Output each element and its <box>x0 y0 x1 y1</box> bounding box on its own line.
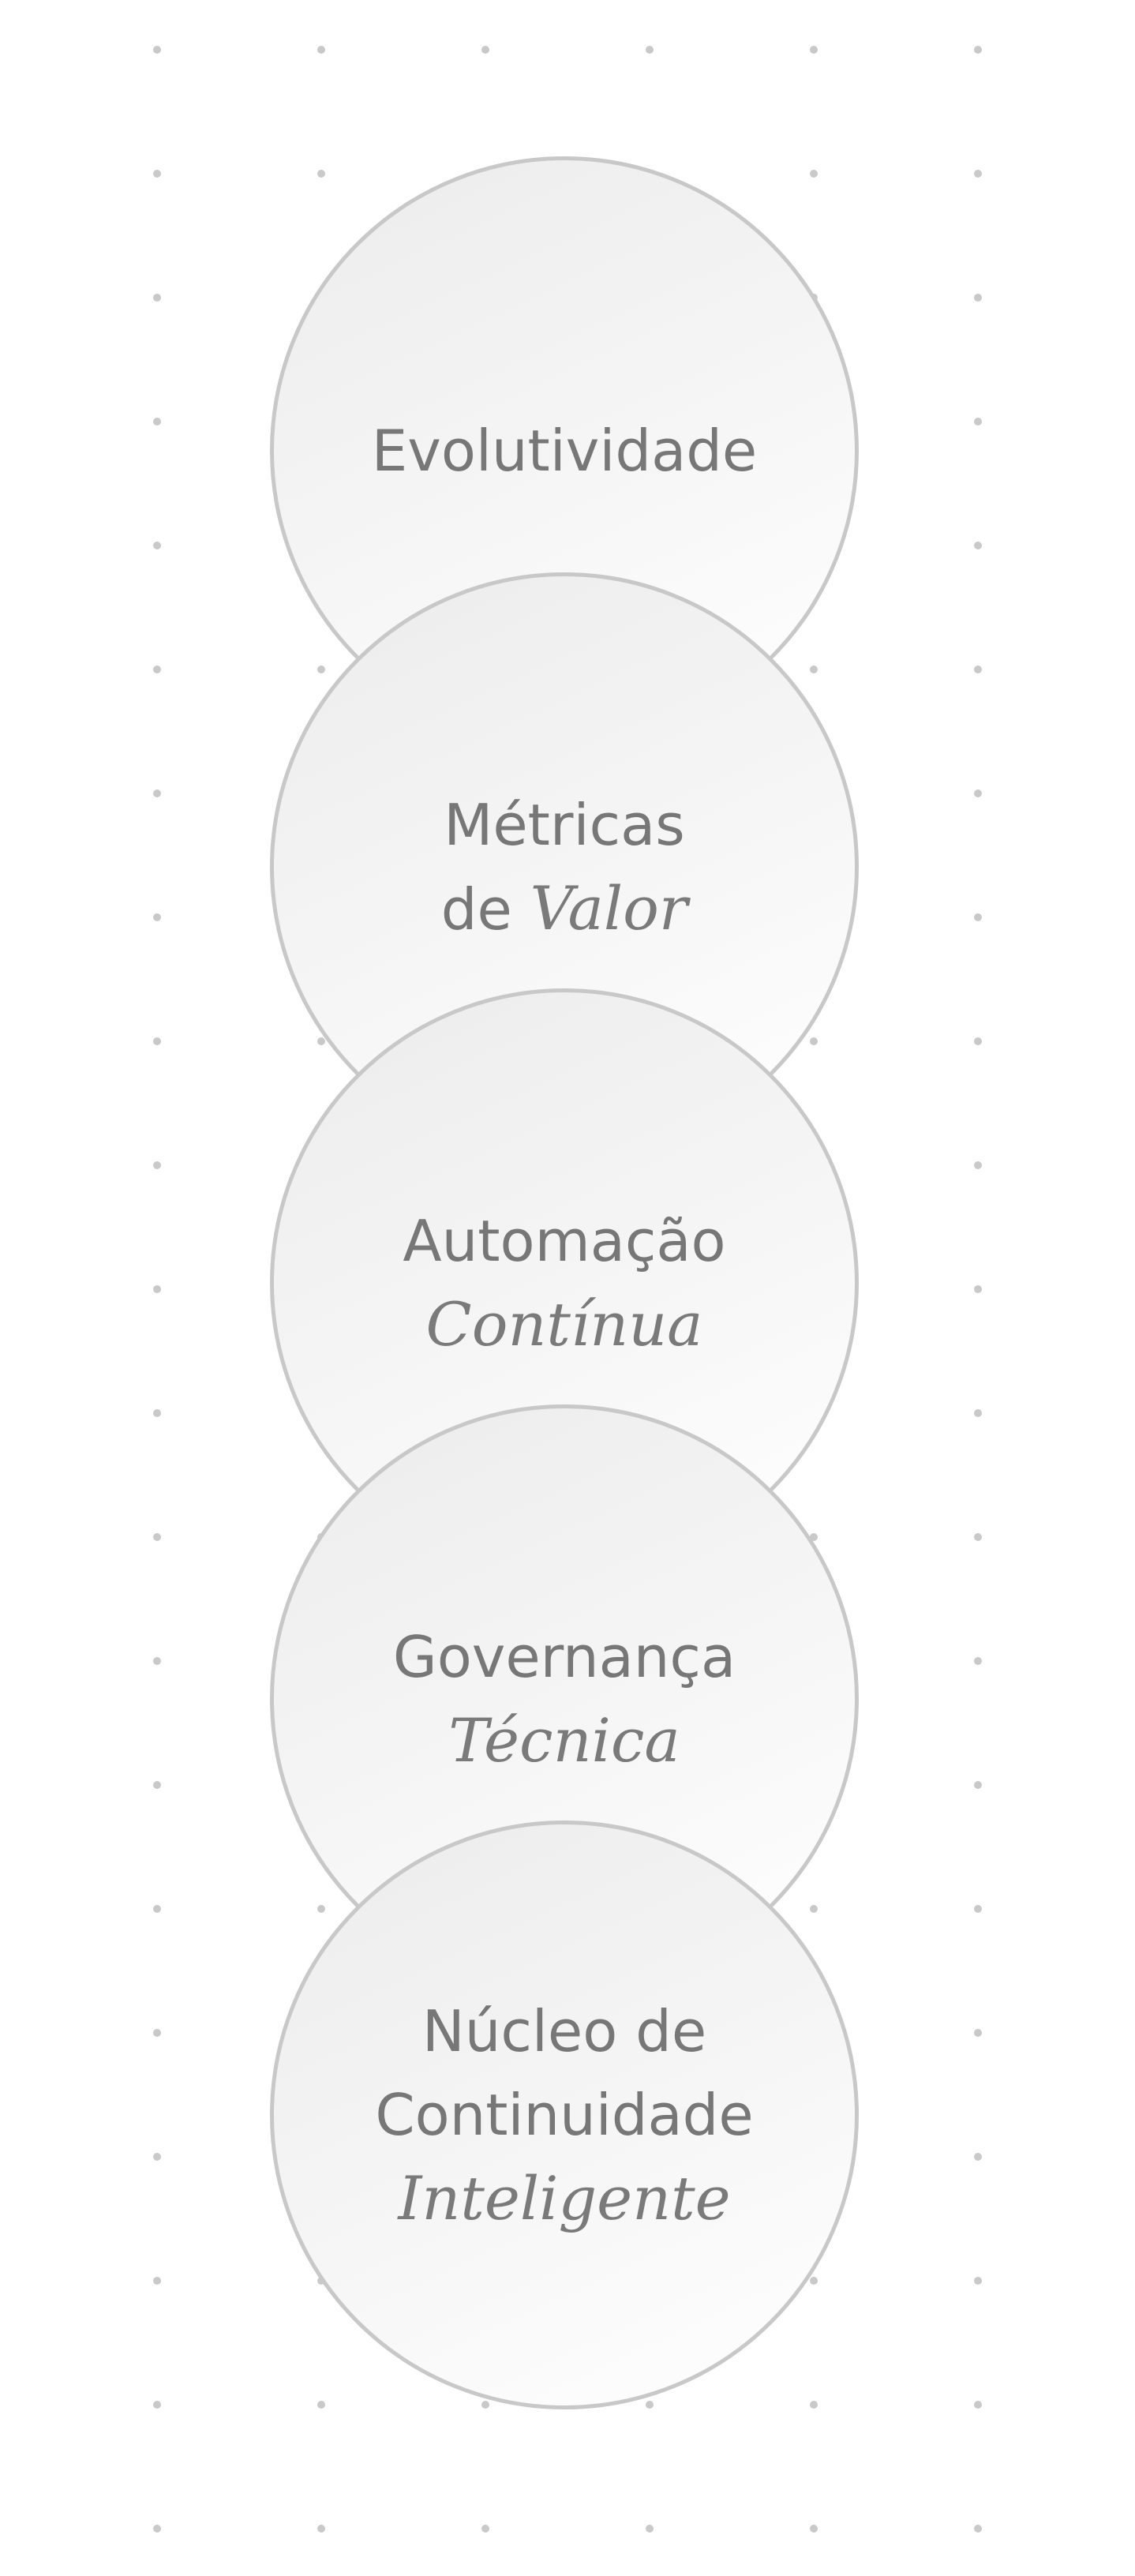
circle-label-line2: Continuidade <box>375 2082 754 2148</box>
circle-label: Automação <box>403 1208 726 1274</box>
grid-dot <box>153 46 161 54</box>
grid-dot <box>153 666 161 673</box>
grid-dot <box>974 542 982 549</box>
grid-dot <box>974 1781 982 1789</box>
grid-dot <box>153 789 161 797</box>
grid-dot <box>153 1905 161 1913</box>
grid-dot <box>153 1657 161 1665</box>
grid-dot <box>317 2525 325 2533</box>
grid-dot <box>974 1905 982 1913</box>
grid-dot <box>153 2525 161 2533</box>
grid-dot <box>153 1161 161 1169</box>
grid-dot <box>974 2153 982 2161</box>
grid-dot <box>974 1533 982 1541</box>
grid-dot <box>481 46 489 54</box>
grid-dot <box>153 1533 161 1541</box>
grid-dot <box>974 1161 982 1169</box>
circle-label-line2: de Valor <box>441 867 688 951</box>
grid-dot <box>153 1285 161 1293</box>
circle-label: Evolutividade <box>371 418 758 484</box>
grid-dot <box>317 2401 325 2409</box>
grid-dot <box>317 1037 325 1045</box>
grid-dot <box>646 2401 654 2409</box>
grid-dot <box>810 2401 818 2409</box>
circle-label-italic: Técnica <box>448 1705 680 1775</box>
grid-dot <box>153 2153 161 2161</box>
grid-dot <box>810 1037 818 1045</box>
grid-dot <box>646 2525 654 2533</box>
circle-label-plain: de <box>440 876 530 943</box>
grid-dot <box>153 2277 161 2285</box>
grid-dot <box>317 1905 325 1913</box>
grid-dot <box>153 418 161 426</box>
grid-dot <box>974 789 982 797</box>
grid-dot <box>974 170 982 178</box>
grid-dot <box>153 1037 161 1045</box>
grid-dot <box>974 2525 982 2533</box>
grid-dot <box>974 913 982 921</box>
circle-label-italic: Valor <box>530 872 688 943</box>
circle-label: Métricas <box>444 791 685 858</box>
grid-dot <box>153 913 161 921</box>
grid-dot <box>317 170 325 178</box>
grid-dot <box>974 1409 982 1417</box>
grid-dot <box>974 418 982 426</box>
grid-dot <box>974 46 982 54</box>
circle-label: Governança <box>392 1624 736 1690</box>
grid-dot <box>810 2525 818 2533</box>
grid-dot <box>974 2029 982 2037</box>
grid-dot <box>153 1781 161 1789</box>
grid-dot <box>974 666 982 673</box>
circle-label-italic: Inteligente <box>398 2163 731 2233</box>
grid-dot <box>974 294 982 302</box>
grid-dot <box>974 2277 982 2285</box>
grid-dot <box>810 1905 818 1913</box>
grid-dot <box>481 2525 489 2533</box>
grid-dot <box>153 1409 161 1417</box>
grid-dot <box>153 170 161 178</box>
grid-dot <box>810 170 818 178</box>
grid-dot <box>481 2401 489 2409</box>
circle-label-italic: Contínua <box>425 1289 703 1359</box>
grid-dot <box>153 294 161 302</box>
grid-dot <box>974 1285 982 1293</box>
grid-dot <box>153 2029 161 2037</box>
grid-dot <box>810 2277 818 2285</box>
grid-dot <box>810 46 818 54</box>
grid-dot <box>317 46 325 54</box>
grid-dot <box>810 666 818 673</box>
circle-label: Núcleo de <box>421 1998 707 2064</box>
grid-dot <box>646 46 654 54</box>
grid-dot <box>974 2401 982 2409</box>
grid-dot <box>153 542 161 549</box>
grid-dot <box>974 1657 982 1665</box>
grid-dot <box>974 1037 982 1045</box>
circle-nucleo-de-continuidade-inteligente: Núcleo de Continuidade Inteligente <box>270 1820 859 2409</box>
grid-dot <box>317 666 325 673</box>
grid-dot <box>153 2401 161 2409</box>
